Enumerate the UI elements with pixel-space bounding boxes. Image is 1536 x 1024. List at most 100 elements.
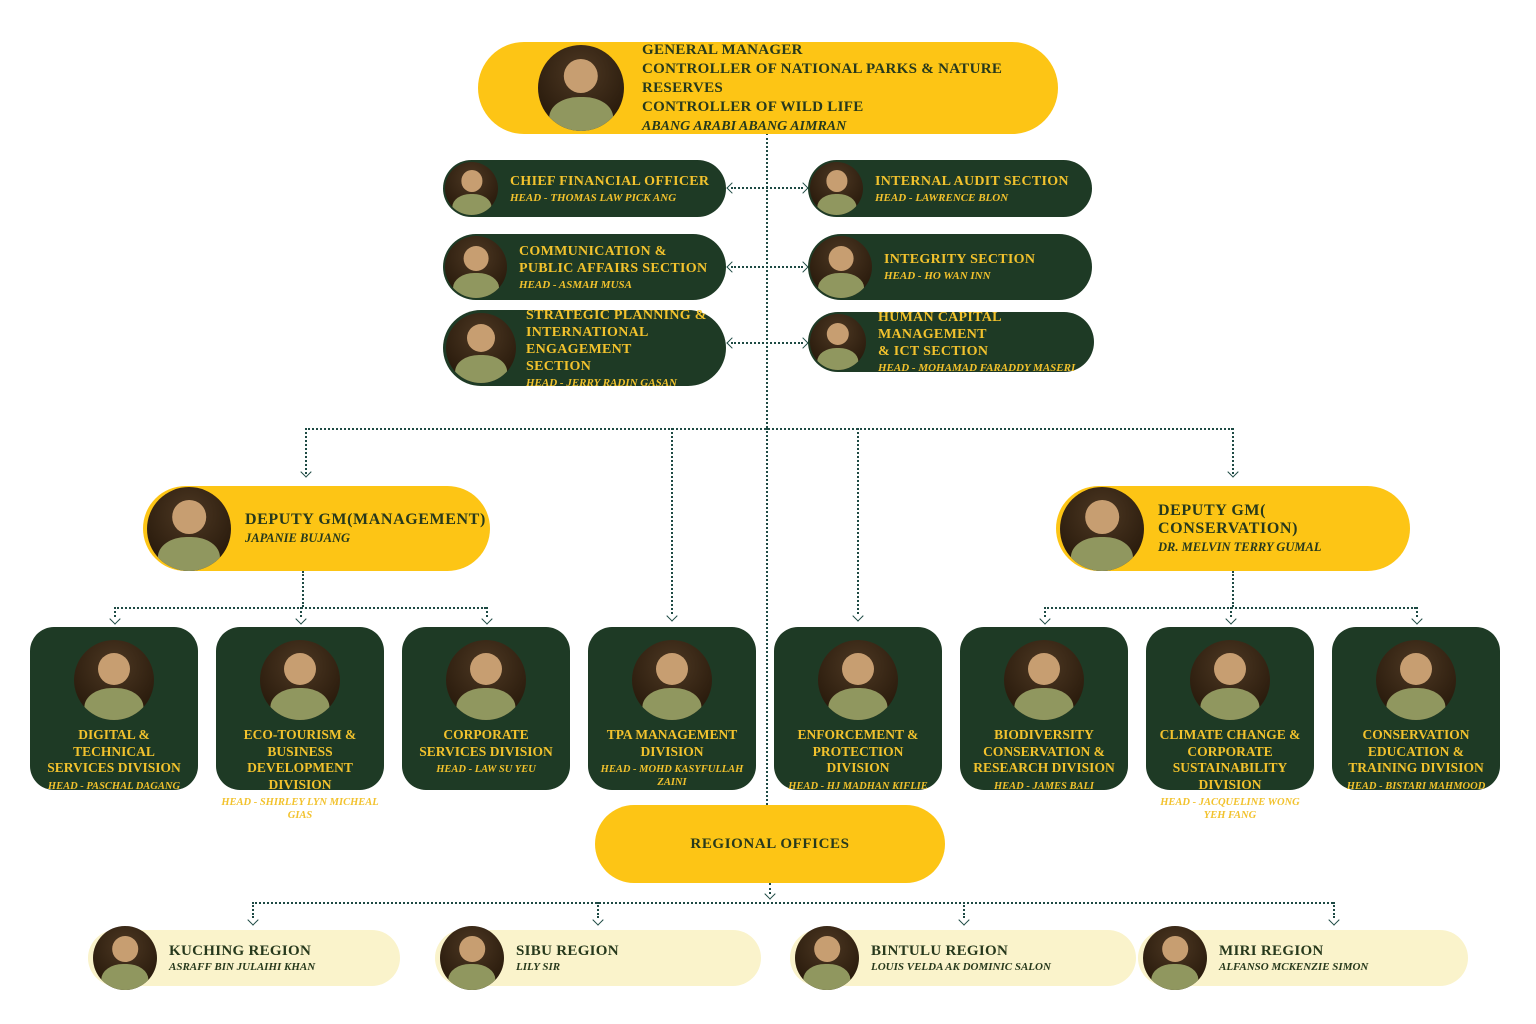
- region-photo: [93, 926, 157, 990]
- connector-drop-tpa: [671, 428, 673, 614]
- arrow-region4: [1328, 914, 1340, 926]
- division-photo: [818, 640, 898, 720]
- arrow-div7: [1225, 613, 1237, 625]
- internal-audit-photo: [810, 162, 863, 215]
- division-digital-technical-services: DIGITAL & TECHNICAL SERVICES DIVISION HE…: [30, 627, 198, 792]
- regional-offices-label: REGIONAL OFFICES: [690, 835, 850, 852]
- gm-title-line-3: CONTROLLER OF WILD LIFE: [642, 98, 864, 115]
- connector-drop-div2: [300, 607, 302, 617]
- connector-sections-row3: [731, 342, 803, 344]
- connector-drop-div3: [486, 607, 488, 617]
- arrow-tpa: [666, 610, 678, 622]
- gm-title-line-1: GENERAL MANAGER: [642, 41, 803, 58]
- arrow-row3-right: [797, 337, 809, 349]
- division-photo: [1004, 640, 1084, 720]
- section-head: HEAD - LAWRENCE BLON: [875, 191, 1009, 204]
- section-head: HEAD - THOMAS LAW PICK ANG: [510, 191, 677, 204]
- deputy-name: JAPANIE BUJANG: [245, 531, 350, 545]
- connector-drop-div6: [1044, 607, 1046, 617]
- section-strategic-planning: STRATEGIC PLANNING & INTERNATIONAL ENGAG…: [443, 307, 726, 389]
- section-head: HEAD - MOHAMAD FARADDY MASERI: [878, 362, 1076, 374]
- section-title: CHIEF FINANCIAL OFFICER: [510, 173, 710, 189]
- arrow-div8: [1411, 613, 1423, 625]
- connector-drop-deputy-right: [1232, 428, 1234, 474]
- arrow-div2: [295, 613, 307, 625]
- region-name: LILY SIR: [516, 961, 561, 973]
- arrow-div6: [1039, 613, 1051, 625]
- arrow-div3: [481, 613, 493, 625]
- arrow-deputy-left: [300, 466, 312, 478]
- region-name: LOUIS VELDA AK DOMINIC SALON: [871, 961, 1051, 973]
- integrity-photo: [810, 236, 872, 298]
- division-head: HEAD - BISTARI MAHMOOD: [1346, 780, 1486, 792]
- region-photo: [440, 926, 504, 990]
- deputy-gm-management-box: DEPUTY GM(MANAGEMENT) JAPANIE BUJANG: [143, 486, 490, 571]
- region-title: BINTULU REGION: [871, 943, 1009, 959]
- arrow-row3-left: [726, 337, 738, 349]
- region-bintulu: BINTULU REGION LOUIS VELDA AK DOMINIC SA…: [790, 926, 1136, 990]
- connector-drop-div1: [114, 607, 116, 617]
- division-head: HEAD - HJ MADHAN KIFLIE: [788, 780, 928, 792]
- strategic-planning-photo: [446, 313, 516, 383]
- division-corporate-services: CORPORATE SERVICES DIVISION HEAD - LAW S…: [402, 627, 570, 790]
- section-title: HUMAN CAPITAL MANAGEMENT & ICT SECTION: [878, 310, 1002, 359]
- connector-drop-deputy-left: [305, 428, 307, 474]
- division-head: HEAD - PASCHAL DAGANG: [47, 780, 181, 792]
- section-title: STRATEGIC PLANNING & INTERNATIONAL ENGAG…: [526, 307, 707, 374]
- connector-gm-vertical: [766, 133, 768, 428]
- region-title: SIBU REGION: [516, 943, 619, 959]
- division-head: HEAD - LAW SU YEU: [436, 764, 536, 775]
- section-head: HEAD - JERRY RADIN GASAN: [526, 376, 677, 389]
- division-enforcement-protection: ENFORCEMENT & PROTECTION DIVISION HEAD -…: [774, 627, 942, 792]
- division-head: HEAD - MOHD KASYFULLAH ZAINI: [600, 764, 744, 788]
- division-photo: [74, 640, 154, 720]
- section-human-capital-ict: HUMAN CAPITAL MANAGEMENT & ICT SECTION H…: [808, 310, 1094, 374]
- division-eco-tourism-business-development: ECO-TOURISM & BUSINESS DEVELOPMENT DIVIS…: [216, 627, 384, 821]
- section-head: HEAD - ASMAH MUSA: [519, 278, 632, 291]
- gm-name: ABANG ARABI ABANG AIMRAN: [642, 118, 847, 134]
- region-name: ASRAFF BIN JULAIHI KHAN: [169, 961, 316, 973]
- section-communication-public-affairs: COMMUNICATION & PUBLIC AFFAIRS SECTION H…: [443, 234, 726, 300]
- division-photo: [632, 640, 712, 720]
- deputy-conservation-photo: [1060, 486, 1144, 571]
- arrow-deputy-right: [1227, 466, 1239, 478]
- deputy-name: DR. MELVIN TERRY GUMAL: [1158, 540, 1322, 554]
- connector-regions-horizontal: [252, 902, 1333, 904]
- division-title: BIODIVERSITY CONSERVATION & RESEARCH DIV…: [973, 727, 1115, 775]
- arrow-div1: [109, 613, 121, 625]
- arrow-row1-right: [797, 182, 809, 194]
- division-head: HEAD - JAMES BALI: [993, 780, 1095, 792]
- division-title: ENFORCEMENT & PROTECTION DIVISION: [797, 727, 919, 775]
- region-kuching: KUCHING REGION ASRAFF BIN JULAIHI KHAN: [88, 926, 400, 990]
- arrow-regional-stem: [764, 888, 776, 900]
- division-title: CLIMATE CHANGE & CORPORATE SUSTAINABILIT…: [1159, 727, 1301, 792]
- connector-top-horizontal: [305, 428, 1233, 430]
- region-title: KUCHING REGION: [169, 943, 312, 959]
- connector-drop-region1: [252, 902, 254, 918]
- division-photo: [1190, 640, 1270, 720]
- division-title: CONSERVATION EDUCATION & TRAINING DIVISI…: [1348, 727, 1484, 775]
- gm-title-line-2: CONTROLLER OF NATIONAL PARKS & NATURE RE…: [642, 60, 1003, 96]
- division-title: CORPORATE SERVICES DIVISION: [419, 727, 553, 759]
- section-integrity: INTEGRITY SECTION HEAD - HO WAN INN: [808, 234, 1092, 300]
- division-title: DIGITAL & TECHNICAL SERVICES DIVISION: [47, 727, 181, 775]
- region-sibu: SIBU REGION LILY SIR: [435, 926, 761, 990]
- division-title: ECO-TOURISM & BUSINESS DEVELOPMENT DIVIS…: [243, 727, 357, 792]
- section-head: HEAD - HO WAN INN: [884, 270, 991, 282]
- division-biodiversity-conservation-research: BIODIVERSITY CONSERVATION & RESEARCH DIV…: [960, 627, 1128, 792]
- region-photo: [1143, 926, 1207, 990]
- gm-photo: [538, 45, 624, 131]
- division-tpa-management: TPA MANAGEMENT DIVISION HEAD - MOHD KASY…: [588, 627, 756, 790]
- connector-sections-row2: [731, 266, 803, 268]
- deputy-management-photo: [147, 486, 231, 571]
- communication-photo: [445, 236, 507, 298]
- arrow-enforcement: [852, 610, 864, 622]
- arrow-region1: [247, 914, 259, 926]
- section-chief-financial-officer: CHIEF FINANCIAL OFFICER HEAD - THOMAS LA…: [443, 160, 726, 217]
- region-miri: MIRI REGION ALFANSO MCKENZIE SIMON: [1138, 926, 1468, 990]
- connector-drop-region2: [597, 902, 599, 918]
- deputy-title: DEPUTY GM( CONSERVATION): [1158, 502, 1299, 537]
- arrow-row1-left: [726, 182, 738, 194]
- connector-regional-stem: [769, 883, 771, 894]
- cfo-photo: [445, 162, 498, 215]
